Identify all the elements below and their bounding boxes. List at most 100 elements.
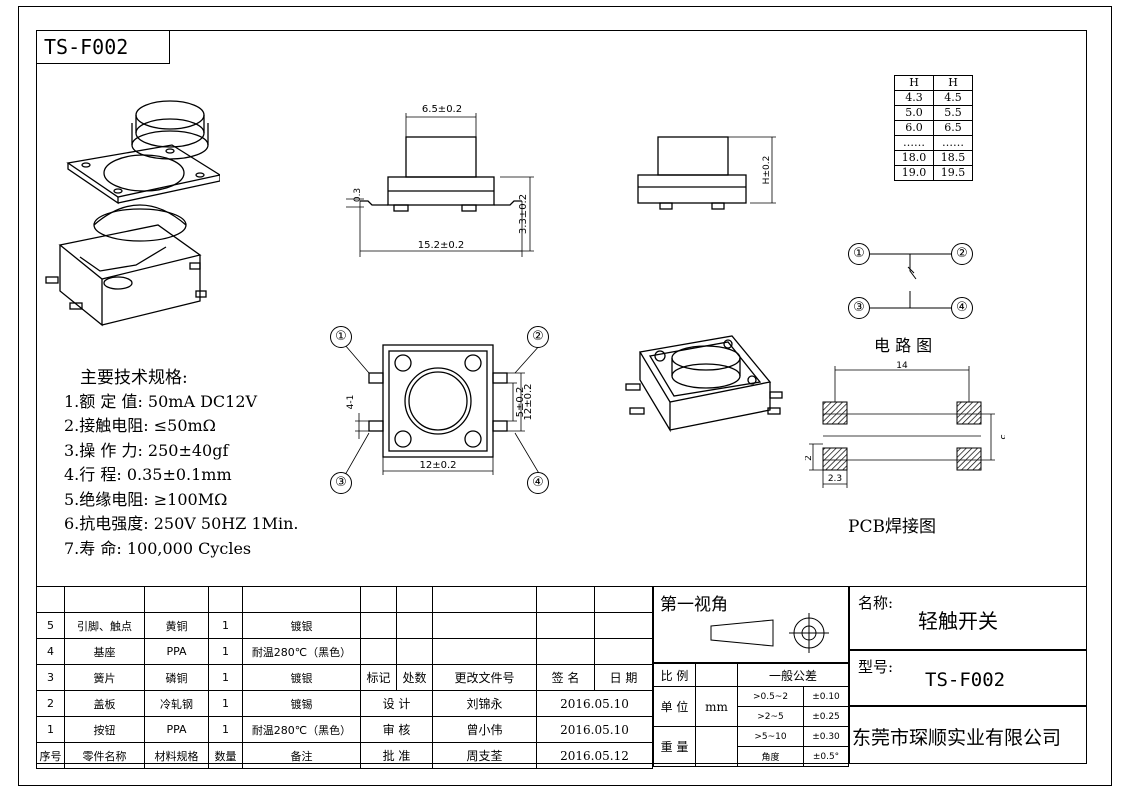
- height-cell: ……: [933, 135, 973, 151]
- bom-header: 数量: [208, 742, 243, 769]
- rev-cell: [396, 638, 433, 665]
- approval-role: 设 计: [360, 690, 433, 717]
- dim-body-depth: 12±0.2: [523, 383, 534, 420]
- top-pin-2: ②: [527, 326, 549, 348]
- pcb-dim-pad-w: 2.3: [828, 474, 842, 484]
- assembled-view-drawing: [625, 335, 783, 433]
- rev-cell: [360, 638, 397, 665]
- bom-cell: 1: [208, 664, 243, 691]
- approval-date: 2016.05.10: [536, 716, 653, 743]
- bom-cell: [144, 586, 209, 613]
- bom-cell: 耐温280℃（黑色）: [242, 716, 361, 743]
- bom-cell: 黄铜: [144, 612, 209, 639]
- tol-range: >5~10: [737, 726, 804, 747]
- bom-cell: 1: [208, 716, 243, 743]
- top-pin-3: ③: [330, 472, 352, 494]
- tol-value: ±0.30: [803, 726, 849, 747]
- product-name: 轻触开关: [918, 609, 998, 633]
- name-block: [849, 586, 1087, 650]
- bom-cell: 镀银: [242, 664, 361, 691]
- pin-label-1: ①: [848, 243, 870, 265]
- bom-cell: 2: [36, 690, 65, 717]
- pin-label-2: ②: [951, 243, 973, 265]
- height-header: H: [933, 75, 973, 91]
- height-cell: 19.0: [894, 165, 934, 181]
- rev-header: 日 期: [594, 664, 653, 691]
- height-cell: ……: [894, 135, 934, 151]
- rev-cell: [536, 586, 595, 613]
- bom-cell: PPA: [144, 716, 209, 743]
- weight-value: [695, 726, 738, 767]
- bom-cell: 按钮: [64, 716, 145, 743]
- bom-cell: 磷铜: [144, 664, 209, 691]
- unit-label: 单 位: [653, 686, 696, 727]
- top-pin-4: ④: [527, 472, 549, 494]
- front-view-drawing: 6.5±0.2 15.2±0.2 3.3±0.2 0.3: [346, 104, 534, 257]
- height-cell: 5.5: [933, 105, 973, 121]
- circuit-diagram: [870, 253, 954, 309]
- spec-title: 主要技术规格:: [80, 368, 188, 388]
- tol-range: >0.5~2: [737, 686, 804, 707]
- approval-name: 曾小伟: [432, 716, 537, 743]
- scale-label: 比 例: [653, 663, 696, 687]
- height-header: H: [894, 75, 934, 91]
- approval-date: 2016.05.12: [536, 742, 653, 769]
- rev-cell: [536, 612, 595, 639]
- rev-header: 处数: [396, 664, 433, 691]
- top-pin-1: ①: [330, 326, 352, 348]
- rev-cell: [432, 612, 537, 639]
- height-cell: 18.0: [894, 150, 934, 166]
- rev-cell: [396, 586, 433, 613]
- projection-block: [653, 586, 849, 663]
- height-cell: 19.5: [933, 165, 973, 181]
- first-angle-symbol: [710, 613, 829, 653]
- bom-header: 备注: [242, 742, 361, 769]
- pcb-layout-drawing: 14 5 2 2.3: [805, 361, 1005, 488]
- rev-cell: [594, 638, 653, 665]
- bom-cell: [64, 586, 145, 613]
- rev-cell: [432, 586, 537, 613]
- height-cell: 6.5: [933, 120, 973, 136]
- bom-cell: 基座: [64, 638, 145, 665]
- dim-pin-width: 4-1: [346, 395, 356, 410]
- approval-role: 批 准: [360, 742, 433, 769]
- general-tolerance-label: 一般公差: [737, 663, 849, 687]
- bom-cell: [242, 586, 361, 613]
- top-view-drawing: 12±0.2 12±0.2 5±0.2 4-1: [345, 344, 540, 476]
- tol-value: ±0.10: [803, 686, 849, 707]
- spec-line: 1.额 定 值: 50mA DC12V: [64, 392, 258, 411]
- approval-name: 刘锦永: [432, 690, 537, 717]
- bom-cell: 1: [208, 612, 243, 639]
- dim-terminal-offset: 0.3: [353, 188, 363, 202]
- bom-cell: 盖板: [64, 690, 145, 717]
- spec-line: 4.行 程: 0.35±0.1mm: [64, 465, 232, 484]
- spec-line: 6.抗电强度: 250V 50HZ 1Min.: [64, 514, 299, 533]
- rev-header: 标记: [360, 664, 397, 691]
- tol-cell: [695, 663, 738, 687]
- dim-cap-width: 6.5±0.2: [422, 104, 462, 115]
- projection-label: 第一视角: [660, 595, 728, 615]
- spec-line: 7.寿 命: 100,000 Cycles: [64, 539, 252, 558]
- bom-cell: 4: [36, 638, 65, 665]
- circuit-label: 电 路 图: [874, 336, 933, 355]
- bom-cell: 镀银: [242, 612, 361, 639]
- height-cell: 18.5: [933, 150, 973, 166]
- rev-cell: [536, 638, 595, 665]
- approval-role: 审 核: [360, 716, 433, 743]
- bom-cell: 1: [208, 690, 243, 717]
- pcb-dim-pad: 2: [805, 455, 814, 461]
- bom-cell: 5: [36, 612, 65, 639]
- height-cell: 4.3: [894, 90, 934, 106]
- rev-cell: [360, 586, 397, 613]
- name-label: 名称:: [858, 594, 894, 612]
- bom-cell: 镀锡: [242, 690, 361, 717]
- model-value: TS-F002: [925, 669, 1006, 691]
- spec-line: 5.绝缘电阻: ≥100MΩ: [64, 490, 228, 509]
- pin-label-3: ③: [848, 297, 870, 319]
- dim-body-length: 15.2±0.2: [418, 240, 465, 251]
- spec-line: 3.操 作 力: 250±40gf: [64, 441, 229, 460]
- rev-header: 签 名: [536, 664, 595, 691]
